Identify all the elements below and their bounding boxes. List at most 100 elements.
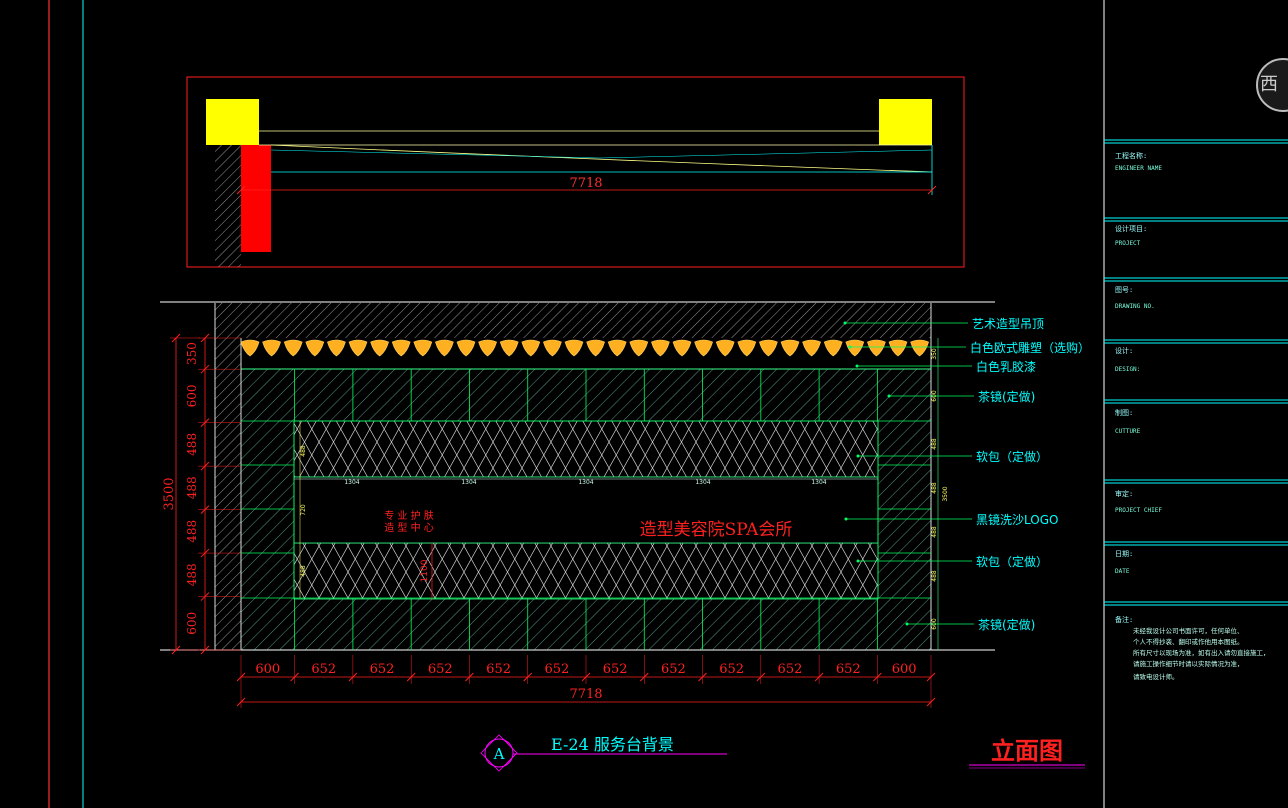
width-dim-label: 652 <box>311 662 336 677</box>
carving-ornament <box>499 339 519 357</box>
width-dim-label: 652 <box>428 662 453 677</box>
plan-frame <box>186 76 965 268</box>
total-width-label: 7718 <box>569 687 602 702</box>
height-dim-label: 488 <box>185 433 199 456</box>
tb-label-1: 设计项目: <box>1115 225 1148 233</box>
height-dim-label: 488 <box>185 563 199 586</box>
plan-wall-hatch <box>215 145 241 267</box>
carving-ornament <box>305 339 325 357</box>
carving-ornament <box>370 339 389 357</box>
tb-label-2: 图号: <box>1115 286 1134 294</box>
right-small-dim: 488 <box>931 438 938 450</box>
carving-ornament <box>283 339 303 357</box>
height-dim-label: 350 <box>185 342 199 365</box>
logo-panel <box>293 476 879 544</box>
width-dim-label: 652 <box>778 662 803 677</box>
drawing-label: E-24 服务台背景 <box>551 735 674 754</box>
carving-ornament <box>435 339 454 357</box>
carving-ornament <box>823 339 843 357</box>
material-callouts: 艺术造型吊顶白色欧式雕塑（选购）白色乳胶漆茶镜(定做)软包（定做）黑镜洗沙LOG… <box>843 317 1090 632</box>
tb-label-4: 制图: <box>1115 409 1134 417</box>
tb-value-2: DRAWING NO. <box>1115 303 1155 310</box>
carving-ornament <box>715 339 735 357</box>
tb-note-0: 未经我设计公司书面许可，任何单位、 <box>1133 627 1244 635</box>
right-small-dim: 488 <box>931 526 938 538</box>
plan-column-right <box>879 99 932 145</box>
panel-dim-label: 1304 <box>344 479 359 486</box>
left-small-dim: 720 <box>300 504 307 516</box>
carving-ornament <box>759 339 778 357</box>
width-dim-label: 652 <box>661 662 686 677</box>
width-dim-label: 652 <box>544 662 569 677</box>
tb-label-0: 工程名称: <box>1115 152 1148 160</box>
tb-label-3: 设计: <box>1115 347 1134 355</box>
width-dim-label: 600 <box>892 662 917 677</box>
carving-ornament <box>694 339 713 357</box>
callout-label: 艺术造型吊顶 <box>972 317 1044 331</box>
panel-dim-label: 1304 <box>578 479 593 486</box>
right-total-dim: 3500 <box>942 486 949 501</box>
carving-ornament <box>802 339 821 357</box>
tb-note-1: 个人不得抄袭、翻印或作他用本图纸。 <box>1133 638 1244 646</box>
callout-dot <box>856 559 860 563</box>
carving-ornament <box>240 339 260 357</box>
callout-dot <box>887 394 891 398</box>
tb-value-6: DATE <box>1115 568 1130 575</box>
tb-notes-label: 备注: <box>1115 616 1134 624</box>
height-dim-label: 488 <box>185 476 199 499</box>
carving-ornament <box>607 339 627 357</box>
ceiling-hatch <box>241 303 931 338</box>
title-block <box>1103 0 1288 808</box>
carving-ornament <box>262 339 281 357</box>
callout-label: 白色欧式雕塑（选购） <box>970 340 1090 355</box>
panel-dim-label: 1304 <box>811 479 826 486</box>
callout-label: 黑镜洗沙LOGO <box>976 512 1058 527</box>
logo-small-line1: 专 业 护 肤 <box>384 509 434 522</box>
tb-note-3: 请施工操作细节时请以实际情况为准， <box>1133 660 1244 668</box>
height-dim-label: 600 <box>185 612 199 635</box>
callout-dot <box>844 517 848 521</box>
callout-dot <box>843 321 847 325</box>
plan-view: 7718 <box>186 76 965 268</box>
carving-ornament <box>327 339 346 357</box>
callout-dot <box>856 454 860 458</box>
drawing-title: A E-24 服务台背景 立面图 <box>480 734 1085 772</box>
carving-ornament <box>780 339 800 357</box>
callout-dot <box>855 364 859 368</box>
left-small-dims: 488 720 488 <box>299 421 307 598</box>
panel-dim-label: 1304 <box>695 479 710 486</box>
callout-label: 茶镜(定做) <box>978 617 1035 632</box>
tb-value-1: PROJECT <box>1115 240 1141 247</box>
carving-ornament <box>413 339 433 357</box>
plan-dimension-text: 7718 <box>569 176 602 191</box>
callout-label: 茶镜(定做) <box>978 389 1035 404</box>
plan-column-left <box>206 99 259 145</box>
total-height-label: 3500 <box>162 477 177 510</box>
carving-ornament <box>629 339 649 357</box>
tb-label-6: 日期: <box>1115 550 1134 558</box>
logo-small-line2: 造 型 中 心 <box>384 521 434 534</box>
carving-ornament <box>521 339 541 357</box>
center-dimension: 1100 <box>420 559 430 582</box>
left-small-dim: 488 <box>300 565 307 577</box>
carving-ornament <box>737 339 757 357</box>
width-dim-label: 652 <box>603 662 628 677</box>
carving-ornament <box>391 339 411 357</box>
carving-ornament <box>456 339 476 357</box>
seal-char: 西 <box>1260 74 1278 95</box>
callout-label: 软包（定做） <box>976 554 1048 569</box>
tb-note-2: 所有尺寸以现场为准，如有出入请勿直接施工， <box>1133 649 1270 657</box>
callout-label: 软包（定做） <box>976 449 1048 464</box>
tb-note-4: 请致电设计师。 <box>1133 673 1179 681</box>
carving-ornament <box>543 339 562 357</box>
tb-value-4: CUTTURE <box>1115 428 1141 435</box>
carving-ornament <box>564 339 584 357</box>
right-small-dim: 350 <box>931 348 938 360</box>
tb-value-3: DESIGN: <box>1115 366 1141 373</box>
width-dim-label: 652 <box>719 662 744 677</box>
left-small-dim: 488 <box>300 445 307 457</box>
